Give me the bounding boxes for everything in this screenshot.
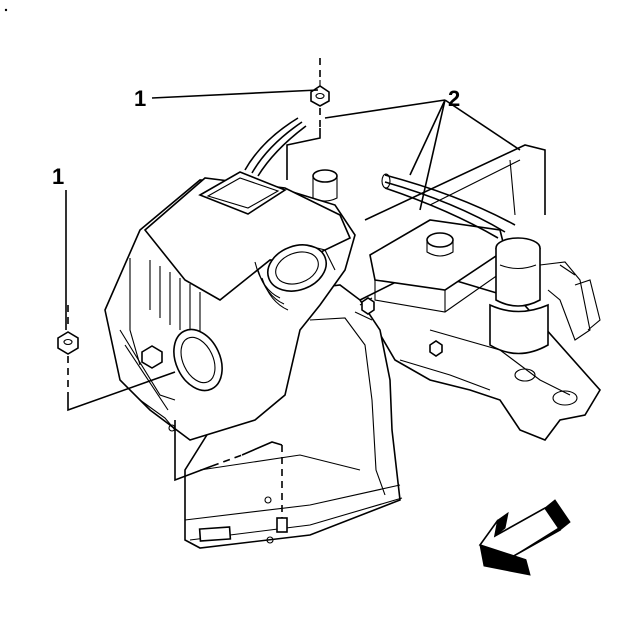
- callout-1-top: 1: [134, 86, 146, 111]
- leader-lines: [65, 89, 521, 330]
- nut-left: [57, 305, 176, 412]
- mounting-bracket: [358, 269, 601, 441]
- lower-air-duct: [184, 284, 403, 549]
- nut-top: [286, 58, 330, 180]
- rear-housing: [364, 144, 546, 221]
- callout-2: 2: [448, 86, 460, 111]
- lower-stud-guide: [174, 420, 288, 533]
- bracket-bolt: [361, 297, 443, 357]
- front-direction-arrow-icon: [478, 499, 571, 576]
- callout-1-left: 1: [52, 164, 64, 189]
- outlet-neck: [254, 244, 336, 311]
- coolant-reservoir: [369, 219, 506, 313]
- corner-dot: [4, 8, 8, 12]
- breather-pipe: [312, 169, 338, 202]
- vacuum-hoses-right: [381, 173, 516, 239]
- evap-canister: [489, 237, 601, 355]
- wire-harness-left: [244, 117, 307, 177]
